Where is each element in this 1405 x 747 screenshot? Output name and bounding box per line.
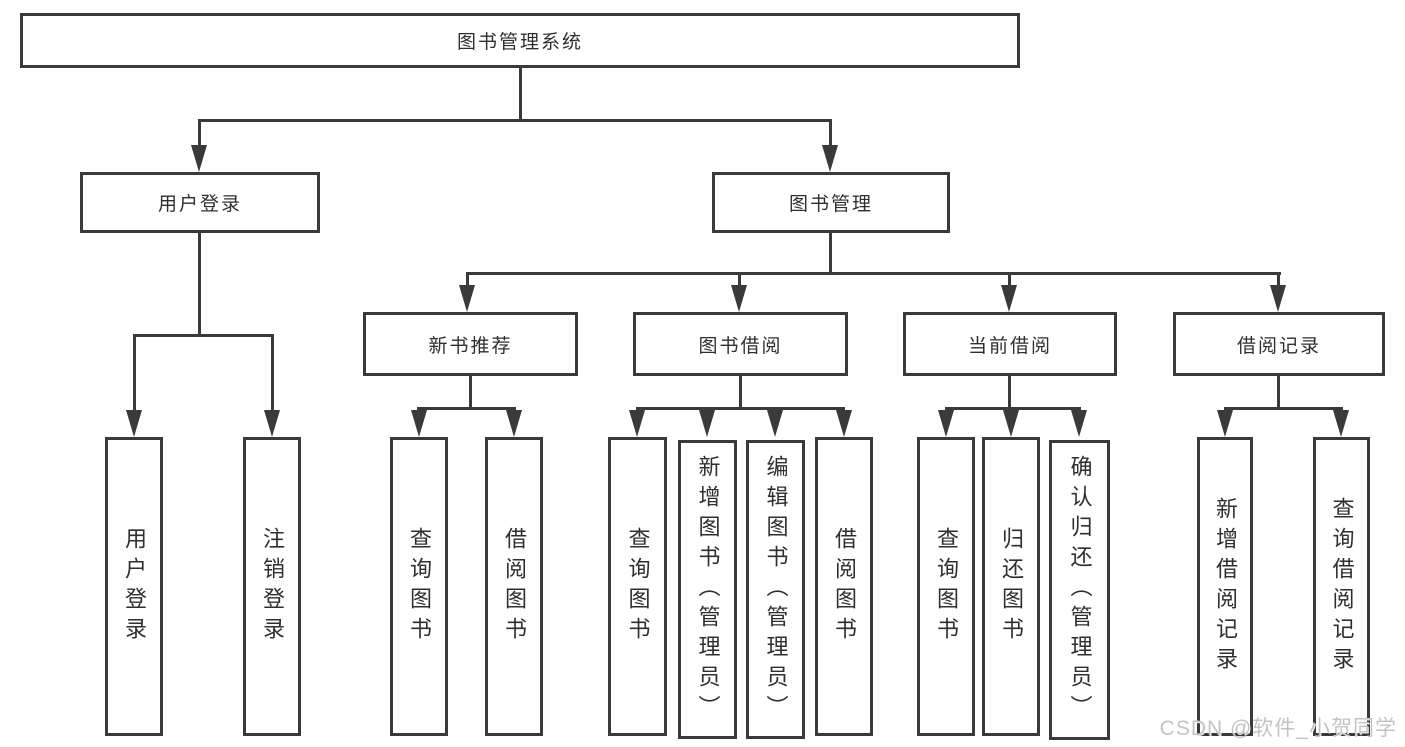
node-new-book-recommend: 新书推荐 (363, 312, 578, 376)
leaf-current-query-books-label: 查询图书 (934, 526, 959, 647)
connector-line (1008, 272, 1011, 287)
leaf-recommend-query-books: 查询图书 (390, 437, 448, 736)
node-borrow-record-label: 借阅记录 (1236, 335, 1321, 357)
connector-line (133, 334, 274, 337)
connector-line (829, 119, 832, 147)
arrow-down-icon (264, 410, 280, 437)
leaf-current-query-books: 查询图书 (917, 437, 975, 736)
leaf-return-books: 归还图书 (982, 437, 1040, 736)
arrow-down-icon (1071, 410, 1087, 437)
leaf-query-borrow-record-label: 查询借阅记录 (1329, 496, 1355, 677)
node-book-management: 图书管理 (712, 172, 950, 233)
node-current-borrow-label: 当前借阅 (967, 335, 1052, 357)
arrow-down-icon (1003, 410, 1019, 437)
leaf-confirm-return-admin-label: 确认归还（管理员） (1067, 455, 1093, 725)
node-book-borrow-label: 图书借阅 (698, 335, 783, 357)
arrow-down-icon (767, 410, 783, 437)
leaf-borrow-query-books: 查询图书 (608, 437, 667, 736)
arrow-down-icon (126, 410, 142, 437)
connector-line (198, 119, 201, 147)
arrow-down-icon (411, 410, 427, 437)
arrow-down-icon (1333, 410, 1349, 437)
leaf-edit-books-admin: 编辑图书（管理员） (746, 440, 805, 739)
arrow-down-icon (731, 285, 747, 312)
connector-line (198, 119, 832, 122)
connector-line (1008, 376, 1011, 409)
leaf-add-borrow-record-label: 新增借阅记录 (1213, 496, 1238, 677)
connector-line (198, 233, 201, 336)
arrow-down-icon (822, 145, 838, 172)
node-borrow-record: 借阅记录 (1173, 312, 1385, 376)
leaf-recommend-borrow-books: 借阅图书 (485, 437, 543, 736)
leaf-logout-label: 注销登录 (260, 526, 285, 647)
connector-line (417, 407, 516, 410)
connector-line (466, 272, 1281, 275)
connector-line (636, 407, 845, 410)
connector-line (1277, 376, 1280, 409)
arrow-down-icon (191, 145, 207, 172)
leaf-recommend-query-books-label: 查询图书 (407, 526, 432, 647)
leaf-return-books-label: 归还图书 (999, 526, 1024, 647)
leaf-edit-books-admin-label: 编辑图书（管理员） (763, 454, 789, 725)
arrow-down-icon (1001, 285, 1017, 312)
leaf-borrow-books-label: 借阅图书 (832, 526, 857, 647)
node-current-borrow: 当前借阅 (903, 312, 1117, 376)
leaf-borrow-query-books-label: 查询图书 (625, 526, 651, 647)
watermark: CSDN @软件_小贺同学 (1159, 717, 1397, 740)
arrow-down-icon (938, 410, 954, 437)
node-user-login: 用户登录 (80, 172, 320, 233)
node-book-management-label: 图书管理 (788, 194, 873, 215)
connector-line (271, 334, 274, 410)
connector-line (466, 272, 469, 287)
arrow-down-icon (699, 410, 715, 437)
node-root-label: 图书管理系统 (456, 32, 583, 53)
arrow-down-icon (1270, 285, 1286, 312)
connector-line (945, 407, 1081, 410)
connector-line (1224, 407, 1343, 410)
connector-line (1277, 272, 1280, 287)
arrow-down-icon (836, 410, 852, 437)
node-root: 图书管理系统 (20, 13, 1020, 68)
arrow-down-icon (506, 410, 522, 437)
leaf-add-borrow-record: 新增借阅记录 (1197, 437, 1253, 736)
leaf-recommend-borrow-books-label: 借阅图书 (502, 526, 527, 647)
arrow-down-icon (1217, 410, 1233, 437)
arrow-down-icon (459, 285, 475, 312)
node-user-login-label: 用户登录 (157, 194, 242, 215)
connector-line (519, 68, 522, 121)
leaf-add-books-admin-label: 新增图书（管理员） (695, 454, 721, 725)
leaf-borrow-books: 借阅图书 (815, 437, 873, 736)
connector-line (133, 334, 136, 410)
connector-line (739, 376, 742, 409)
leaf-add-books-admin: 新增图书（管理员） (678, 440, 737, 739)
leaf-query-borrow-record: 查询借阅记录 (1313, 437, 1370, 736)
connector-line (469, 376, 472, 409)
leaf-user-login: 用户登录 (105, 437, 163, 736)
node-new-book-recommend-label: 新书推荐 (428, 335, 513, 357)
arrow-down-icon (629, 410, 645, 437)
node-book-borrow: 图书借阅 (633, 312, 848, 376)
leaf-user-login-label: 用户登录 (122, 526, 147, 647)
connector-line (829, 233, 832, 274)
leaf-confirm-return-admin: 确认归还（管理员） (1049, 440, 1110, 740)
connector-line (738, 272, 741, 287)
leaf-logout: 注销登录 (243, 437, 301, 736)
